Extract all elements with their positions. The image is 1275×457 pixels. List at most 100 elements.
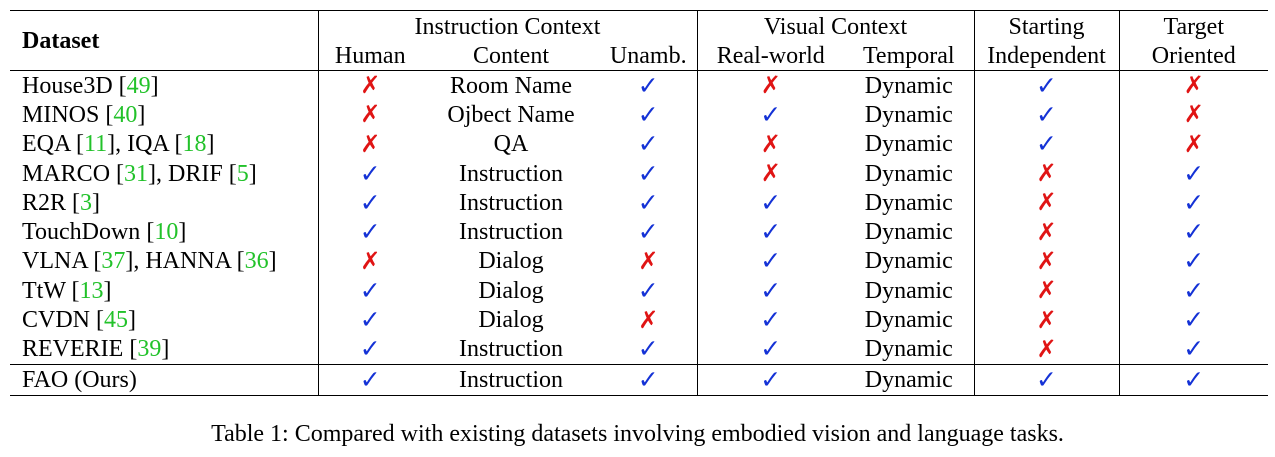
citation-link[interactable]: 13: [79, 277, 104, 304]
citation-link[interactable]: 49: [126, 72, 151, 99]
dataset-name-text: [: [105, 101, 114, 128]
temporal-cell: Dynamic: [844, 246, 975, 277]
dataset-name-text: [: [71, 277, 80, 304]
content-cell: Ojbect Name: [447, 101, 575, 128]
check-icon: ✓: [359, 275, 381, 305]
target-oriented-cell: ✗: [1119, 130, 1268, 159]
check-icon: ✓: [359, 217, 381, 247]
dataset-name-text: [: [228, 160, 237, 187]
dataset-name-text: [: [236, 248, 245, 275]
unamb-cell: ✗: [600, 305, 698, 335]
target-oriented-cell: ✓: [1119, 305, 1268, 334]
starting-independent-cell: ✗: [974, 217, 1120, 247]
table-body: House3D [49]✗Room Name✓✗Dynamic✓✗MINOS […: [10, 70, 1268, 396]
temporal-cell: Dynamic: [844, 363, 975, 396]
content-cell: Instruction: [459, 336, 563, 363]
check-icon: ✓: [637, 158, 659, 188]
table-row: MINOS [40]✗Ojbect Name✓✓Dynamic✓✗: [10, 99, 1268, 130]
temporal-cell: Dynamic: [844, 217, 975, 247]
check-icon: ✓: [760, 217, 782, 247]
human-cell: ✗: [318, 70, 422, 101]
unamb-cell: ✓: [600, 158, 698, 189]
citation-link[interactable]: 37: [101, 248, 126, 275]
cross-icon: ✗: [360, 71, 381, 100]
dataset-name: MARCO [31], DRIF [5]: [10, 158, 319, 189]
cross-icon: ✗: [1183, 100, 1204, 129]
check-icon: ✓: [637, 70, 659, 100]
citation-link[interactable]: 39: [137, 336, 162, 363]
dataset-name-text: ], HANNA: [125, 248, 237, 275]
check-icon: ✓: [1036, 129, 1057, 159]
dataset-name: VLNA [37], HANNA [36]: [10, 246, 319, 277]
unamb-cell: ✓: [600, 276, 698, 306]
human-cell: ✓: [318, 335, 422, 365]
starting-independent-cell: ✗: [974, 246, 1120, 277]
target-oriented-cell: ✓: [1119, 247, 1268, 276]
dataset-name-text: MINOS: [22, 101, 106, 128]
table-header: Dataset Instruction Context Visual Conte…: [10, 10, 1268, 71]
dataset-name: CVDN [45]: [10, 305, 319, 335]
citation-link[interactable]: 18: [182, 131, 207, 158]
table-row: CVDN [45]✓Dialog✗✓Dynamic✗✓: [10, 305, 1268, 335]
check-icon: ✓: [1036, 99, 1057, 129]
cross-icon: ✗: [760, 71, 781, 100]
unamb-header: Unamb.: [600, 41, 698, 71]
check-icon: ✓: [760, 305, 782, 335]
check-icon: ✓: [1183, 158, 1205, 188]
table-row: TouchDown [10]✓Instruction✓✓Dynamic✗✓: [10, 217, 1268, 247]
temporal-cell: Dynamic: [844, 158, 975, 189]
dataset-name: MINOS [40]: [10, 100, 319, 130]
starting-independent-cell: ✗: [974, 158, 1120, 189]
dataset-name-text: ]: [128, 307, 137, 334]
dataset-name-text: ]: [178, 219, 187, 246]
temporal-header: Temporal: [844, 41, 975, 71]
cross-icon: ✗: [1183, 129, 1204, 158]
dataset-name-text: ]: [137, 101, 146, 128]
dataset-name: TtW [13]: [10, 276, 319, 306]
dataset-name-text: [: [116, 160, 125, 187]
content-cell: QA: [493, 131, 529, 158]
real-world-cell: ✓: [697, 276, 844, 305]
cross-icon: ✗: [638, 305, 659, 334]
cross-icon: ✗: [360, 129, 381, 158]
citation-link[interactable]: 11: [84, 131, 108, 158]
citation-link[interactable]: 36: [244, 248, 269, 275]
dataset-name-text: [: [129, 336, 138, 363]
check-icon: ✓: [1183, 334, 1205, 364]
citation-link[interactable]: 45: [104, 307, 129, 334]
citation-link[interactable]: 31: [124, 160, 149, 187]
table-row: EQA [11], IQA [18]✗QA✓✗Dynamic✓✗: [10, 129, 1268, 159]
dataset-name-text: TouchDown: [22, 219, 147, 246]
check-icon: ✓: [359, 305, 381, 335]
dataset-name-text: VLNA: [22, 248, 94, 275]
real-world-cell: ✗: [697, 130, 844, 159]
dataset-name-text: ]: [150, 72, 159, 99]
unamb-cell: ✓: [600, 129, 698, 159]
temporal-cell: Dynamic: [844, 100, 975, 130]
table-row: MARCO [31], DRIF [5] ✓ Instruction ✓ ✗Dynami…: [10, 158, 1268, 189]
citation-link[interactable]: 5: [236, 160, 249, 187]
human-cell: ✗: [318, 100, 422, 129]
cross-icon: ✗: [760, 129, 781, 158]
dataset-name-text: ]: [268, 248, 277, 275]
citation-link[interactable]: 40: [113, 101, 138, 128]
check-icon: ✓: [359, 158, 381, 188]
check-icon: ✓: [760, 275, 782, 305]
temporal-cell: Dynamic: [844, 305, 975, 335]
target-oriented-cell: ✗: [1119, 70, 1268, 101]
human-cell: ✓: [318, 159, 422, 188]
dataset-name: EQA [11], IQA [18]: [10, 129, 319, 159]
dataset-name-text: [: [76, 131, 84, 158]
target-header: Target: [1119, 10, 1268, 41]
check-icon: ✓: [359, 334, 381, 364]
citation-link[interactable]: 3: [80, 189, 93, 216]
content-cell: Dialog: [478, 307, 544, 334]
dataset-name-text: [: [96, 307, 105, 334]
citation-link[interactable]: 10: [154, 219, 179, 246]
content-cell: Instruction: [459, 160, 563, 187]
starting-independent-cell: ✗: [974, 188, 1120, 218]
target-oriented-cell: ✓: [1119, 363, 1268, 396]
dataset-name-text: REVERIE: [22, 336, 130, 363]
dataset-name: R2R [3]: [10, 188, 319, 218]
